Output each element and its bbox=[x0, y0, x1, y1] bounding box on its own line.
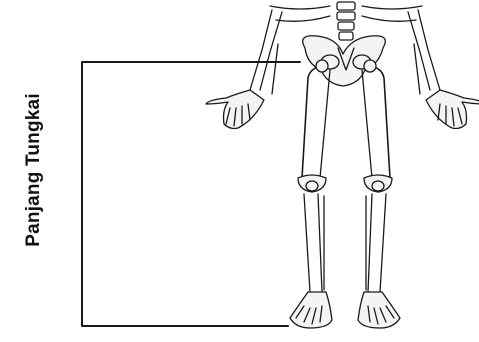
left-shin bbox=[304, 194, 324, 292]
left-foot bbox=[290, 292, 332, 328]
left-arm bbox=[250, 10, 282, 94]
left-knee bbox=[298, 175, 326, 192]
right-femur bbox=[362, 60, 390, 178]
leg-length-label: Panjang Tungkai bbox=[23, 93, 45, 247]
leg-length-bracket bbox=[82, 62, 300, 326]
right-foot bbox=[358, 292, 400, 328]
right-shin bbox=[366, 194, 386, 292]
spine bbox=[270, 2, 422, 40]
left-hand bbox=[206, 90, 264, 129]
right-knee bbox=[364, 175, 392, 192]
right-arm bbox=[408, 10, 440, 94]
right-hand bbox=[426, 90, 479, 129]
